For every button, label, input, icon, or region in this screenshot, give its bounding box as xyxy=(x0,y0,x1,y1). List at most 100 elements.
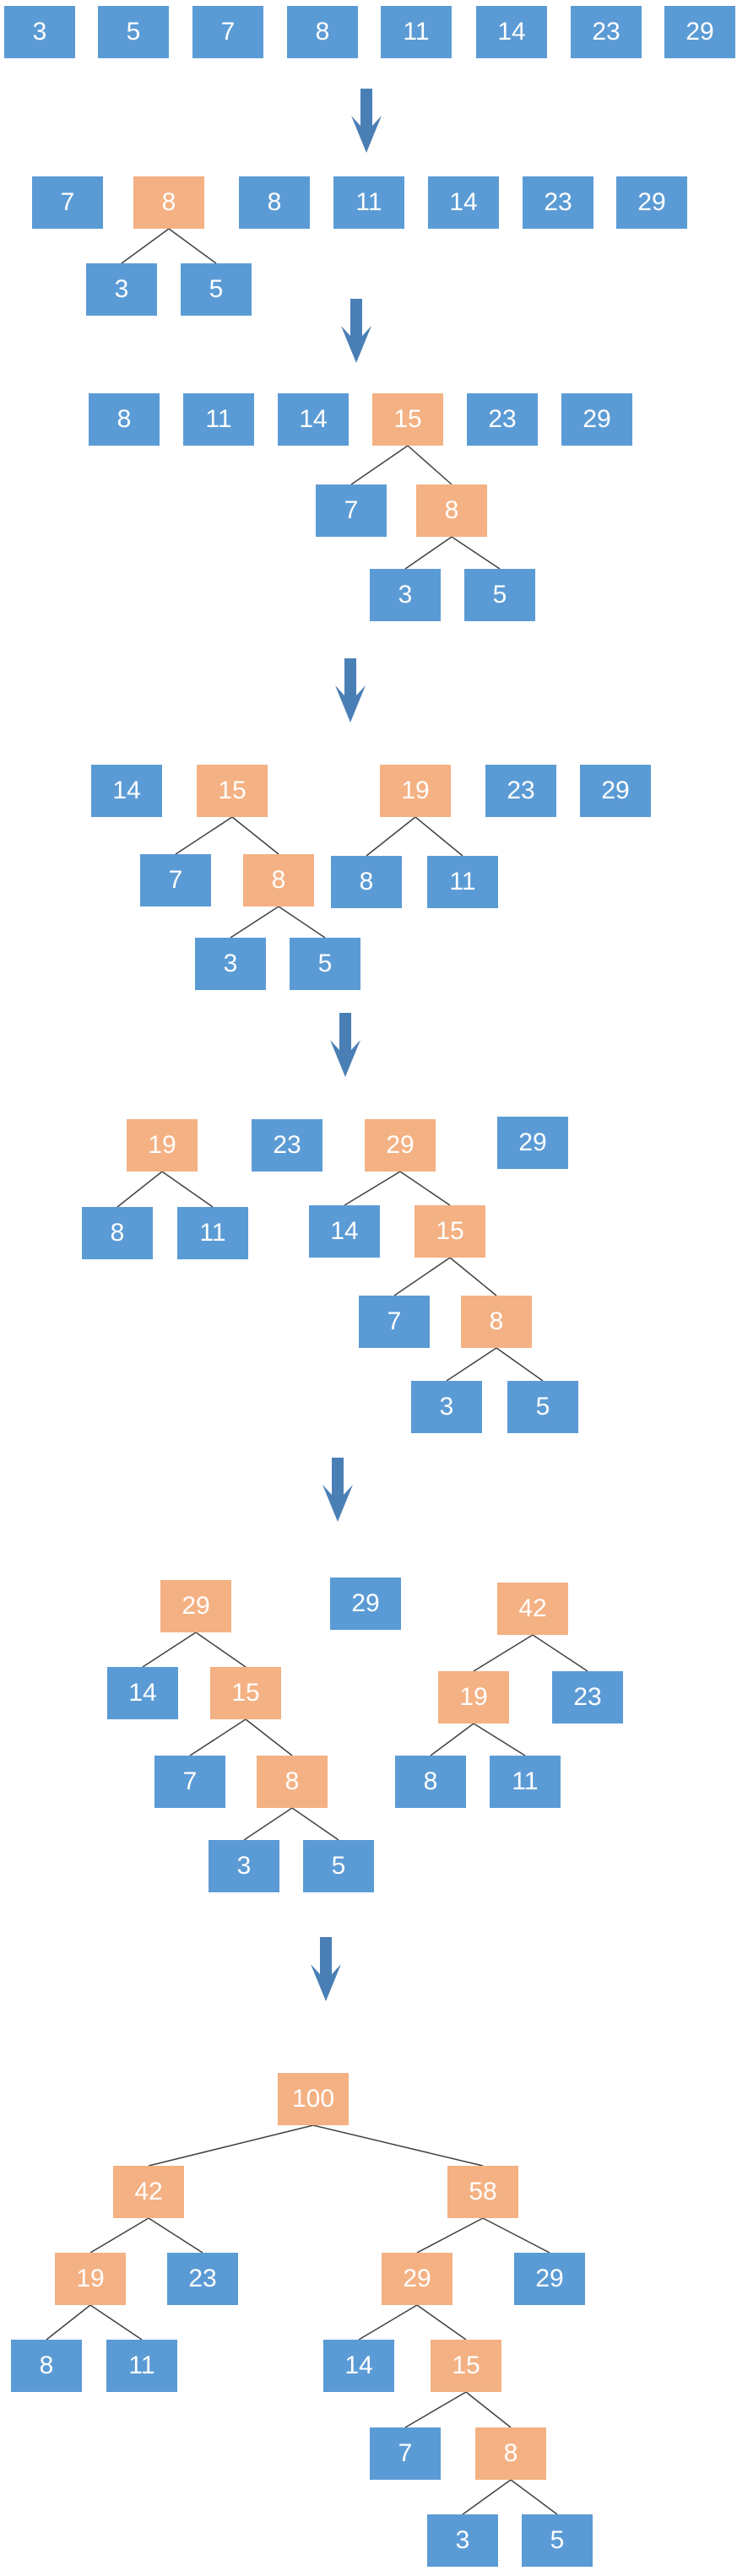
node-value: 3 xyxy=(115,275,129,303)
node-box xyxy=(380,765,451,817)
leaf-node: 7 xyxy=(154,1756,225,1808)
node-value: 15 xyxy=(231,1679,259,1707)
node-box xyxy=(106,2340,177,2392)
node-value: 8 xyxy=(285,1767,300,1795)
node-value: 8 xyxy=(268,188,282,216)
leaf-node: 8 xyxy=(239,176,310,229)
leaf-node: 23 xyxy=(252,1119,322,1172)
node-value: 8 xyxy=(272,866,286,894)
node-box xyxy=(552,1671,623,1724)
leaf-node: 14 xyxy=(323,2340,394,2392)
node-box xyxy=(372,393,443,446)
node-value: 15 xyxy=(218,777,246,804)
node-box xyxy=(181,263,252,316)
tree-edge xyxy=(358,2304,418,2341)
tree-edge xyxy=(451,536,501,570)
node-value: 19 xyxy=(148,1131,176,1159)
leaf-node: 5 xyxy=(464,569,535,621)
leaf-node: 23 xyxy=(467,393,538,446)
leaf-node: 11 xyxy=(381,6,452,58)
leaf-node: 5 xyxy=(522,2514,593,2567)
internal-node: 15 xyxy=(431,2340,501,2392)
tree-edge xyxy=(482,2217,550,2254)
node-value: 7 xyxy=(387,1307,402,1335)
node-value: 8 xyxy=(445,496,459,524)
node-box xyxy=(382,2253,452,2305)
tree-edge xyxy=(449,1257,497,1296)
leaf-node: 8 xyxy=(395,1756,466,1808)
node-box xyxy=(411,1381,482,1433)
leaf-node: 3 xyxy=(4,6,75,58)
leaf-node: 29 xyxy=(664,6,735,58)
tree-edge xyxy=(148,2217,203,2254)
node-box xyxy=(278,2073,349,2125)
leaf-node: 7 xyxy=(370,2427,441,2480)
node-box xyxy=(160,1580,231,1632)
node-box xyxy=(11,2340,82,2392)
node-box xyxy=(210,1667,281,1719)
node-box xyxy=(415,1205,485,1258)
node-box xyxy=(438,1671,509,1724)
tree-edge xyxy=(404,536,452,570)
node-value: 8 xyxy=(117,405,132,433)
leaf-node: 23 xyxy=(571,6,642,58)
node-value: 14 xyxy=(344,2351,372,2379)
tree-edge xyxy=(446,1347,497,1382)
node-box xyxy=(416,484,487,537)
node-box xyxy=(365,1119,436,1172)
tree-edge xyxy=(46,2304,91,2341)
node-box xyxy=(616,176,687,229)
node-value: 3 xyxy=(440,1393,454,1421)
internal-node: 42 xyxy=(497,1583,568,1635)
leaf-node: 14 xyxy=(91,765,162,817)
node-value: 23 xyxy=(544,188,572,216)
leaf-node: 11 xyxy=(106,2340,177,2392)
leaf-node: 5 xyxy=(303,1840,374,1892)
internal-node: 8 xyxy=(475,2427,546,2480)
leaf-node: 14 xyxy=(476,6,547,58)
tree-edge xyxy=(399,1171,451,1206)
node-value: 8 xyxy=(40,2351,54,2379)
node-box xyxy=(514,2253,585,2305)
internal-node: 15 xyxy=(372,393,443,446)
node-value: 14 xyxy=(112,777,140,804)
node-box xyxy=(303,1840,374,1892)
node-box xyxy=(239,176,310,229)
leaf-node: 29 xyxy=(330,1578,401,1630)
leaf-node: 14 xyxy=(278,393,349,446)
internal-node: 100 xyxy=(278,2073,349,2125)
node-value: 29 xyxy=(351,1589,379,1617)
leaf-node: 23 xyxy=(167,2253,238,2305)
node-value: 7 xyxy=(221,18,236,46)
node-box xyxy=(497,1117,568,1169)
node-value: 14 xyxy=(497,18,525,46)
tree-edge xyxy=(344,1171,401,1206)
leaf-node: 8 xyxy=(287,6,358,58)
node-value: 5 xyxy=(550,2526,565,2554)
internal-node: 19 xyxy=(380,765,451,817)
node-box xyxy=(209,1840,279,1892)
node-box xyxy=(580,765,651,817)
tree-edge xyxy=(416,2217,484,2254)
tree-edge xyxy=(89,2217,149,2254)
node-box xyxy=(490,1756,561,1808)
node-value: 19 xyxy=(401,777,429,804)
node-value: 5 xyxy=(209,275,224,303)
node-value: 14 xyxy=(449,188,477,216)
leaf-node: 5 xyxy=(290,938,360,990)
node-box xyxy=(309,1205,380,1258)
node-box xyxy=(316,484,387,537)
node-box xyxy=(86,263,157,316)
internal-node: 8 xyxy=(133,176,204,229)
leaf-node: 5 xyxy=(181,263,252,316)
leaf-node: 11 xyxy=(177,1207,248,1259)
node-box xyxy=(485,765,556,817)
tree-edge xyxy=(532,1634,588,1672)
leaf-node: 11 xyxy=(427,856,498,908)
down-arrow-icon xyxy=(322,1458,353,1522)
node-value: 5 xyxy=(318,950,333,977)
node-value: 8 xyxy=(490,1307,504,1335)
node-box xyxy=(370,2427,441,2480)
leaf-node: 5 xyxy=(507,1381,578,1433)
